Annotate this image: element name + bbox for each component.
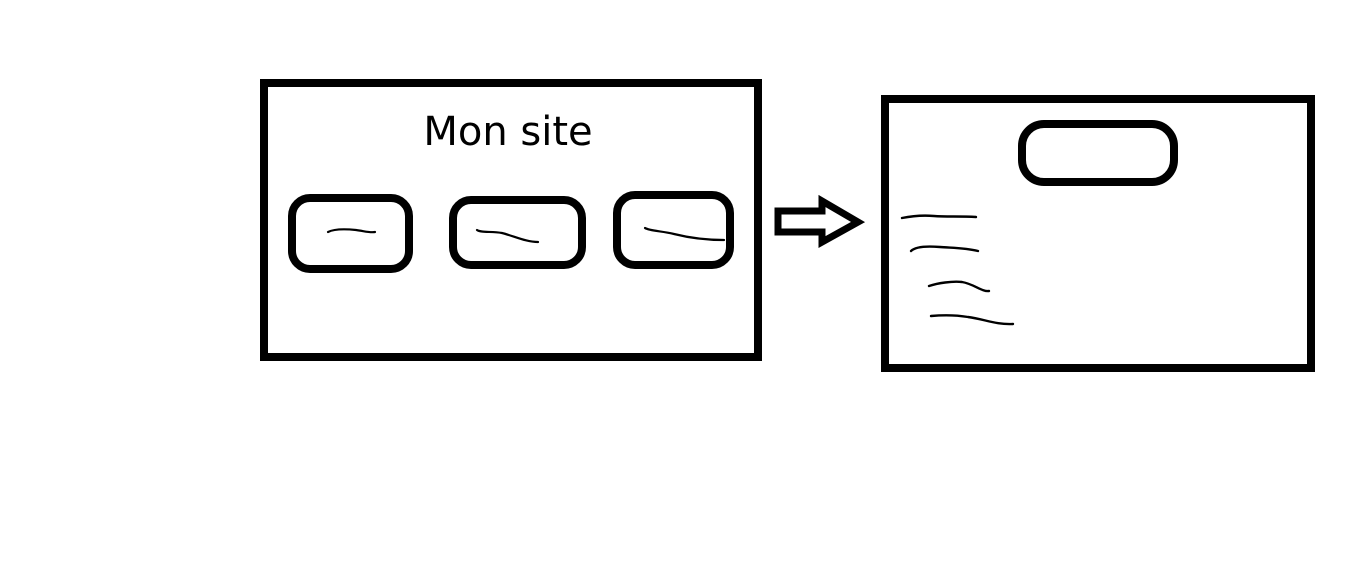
header-button-shape[interactable] <box>1018 120 1178 186</box>
text-line-2 <box>909 245 980 253</box>
nav-button-1-label-scribble <box>326 228 377 234</box>
nav-button-3-label-scribble <box>643 226 726 242</box>
left-panel-frame <box>260 79 762 361</box>
nav-button-2[interactable] <box>449 196 586 269</box>
nav-button-1-shape[interactable] <box>288 194 413 273</box>
content-text-lines <box>900 214 1015 326</box>
right-panel-frame <box>881 95 1315 372</box>
right-panel <box>881 95 1315 372</box>
header-button[interactable] <box>1018 120 1178 186</box>
text-line-1 <box>900 214 978 220</box>
nav-button-3[interactable] <box>613 191 734 269</box>
nav-button-2-shape[interactable] <box>449 196 586 269</box>
left-panel: Mon site <box>260 79 762 361</box>
nav-button-1[interactable] <box>288 194 413 273</box>
nav-button-2-label-scribble <box>475 228 540 244</box>
site-title: Mon site <box>423 109 592 155</box>
text-line-3 <box>927 280 991 293</box>
arrow-shape <box>774 194 866 248</box>
text-line-4 <box>929 314 1015 326</box>
nav-button-3-shape[interactable] <box>613 191 734 269</box>
transition-arrow-icon <box>774 194 866 248</box>
